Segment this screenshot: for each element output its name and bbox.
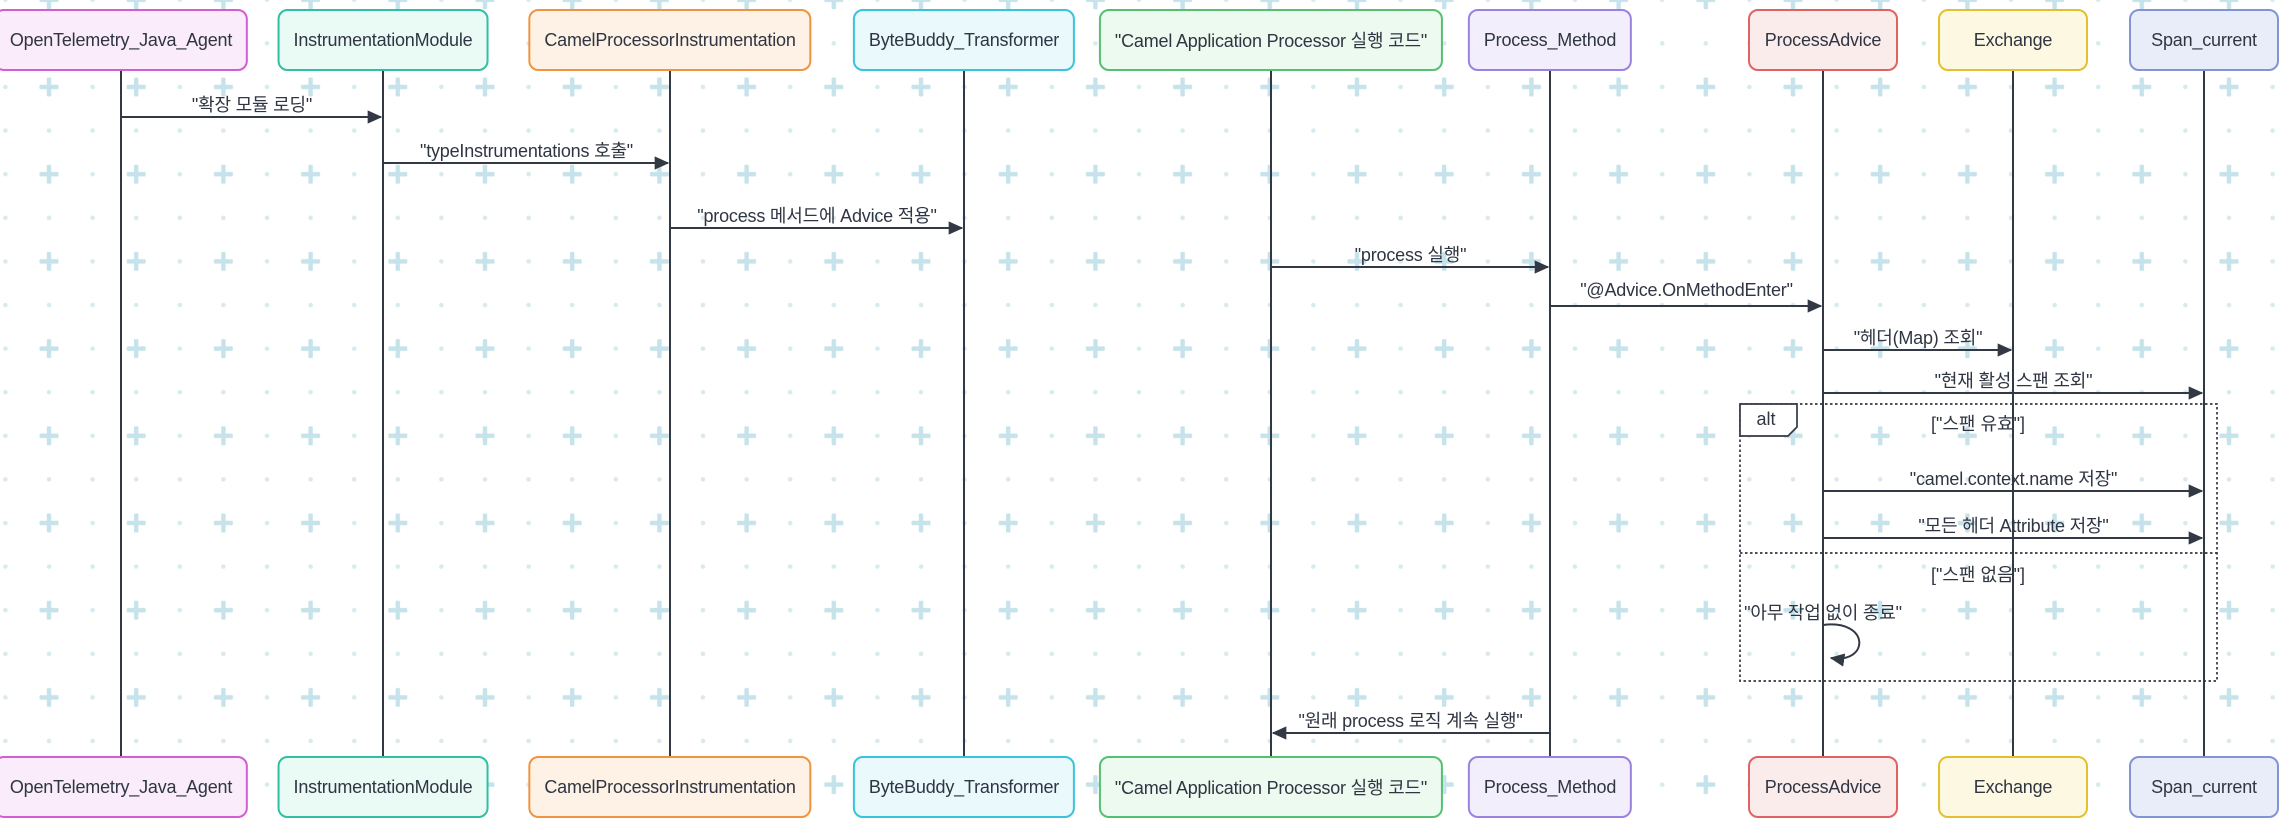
lifelines-group xyxy=(120,71,2205,756)
message-label-3: "process 실행" xyxy=(1354,245,1467,265)
self-message-arrow-9 xyxy=(1822,623,1861,667)
message-label-9: "아무 작업 없이 종료" xyxy=(1744,603,1902,623)
participant-box-bottom-CamelProcessorInstrumentation: CamelProcessorInstrumentation xyxy=(528,756,812,818)
alt-condition-label-1: ["스팬 없음"] xyxy=(1930,565,2026,585)
message-label-0: "확장 모듈 로딩" xyxy=(191,95,313,115)
message-label-7: "camel.context.name 저장" xyxy=(1909,469,2118,489)
participant-box-bottom-InstrumentationModule: InstrumentationModule xyxy=(277,756,489,818)
participant-box-top-OpenTelemetry_Java_Agent: OpenTelemetry_Java_Agent xyxy=(0,9,249,71)
participant-box-top-ProcessAdvice: ProcessAdvice xyxy=(1748,9,1898,71)
message-label-10: "원래 process 로직 계속 실행" xyxy=(1298,711,1523,731)
alt-frame-group xyxy=(1739,403,2218,682)
participant-box-bottom-OpenTelemetry_Java_Agent: OpenTelemetry_Java_Agent xyxy=(0,756,249,818)
alt-frame-border xyxy=(1739,403,2218,682)
participant-box-bottom-ProcessAdvice: ProcessAdvice xyxy=(1748,756,1898,818)
participant-box-top-Camel_Application_Processor: "Camel Application Processor 실행 코드" xyxy=(1098,9,1444,71)
message-arrows-group xyxy=(121,110,2204,740)
alt-condition-label-0: ["스팬 유효"] xyxy=(1930,414,2026,434)
message-label-4: "@Advice.OnMethodEnter" xyxy=(1580,280,1793,300)
message-label-2: "process 메서드에 Advice 적용" xyxy=(697,206,937,226)
participant-box-top-Exchange: Exchange xyxy=(1938,9,2088,71)
participant-box-bottom-Process_Method: Process_Method xyxy=(1467,756,1633,818)
participant-box-bottom-Span_current: Span_current xyxy=(2129,756,2279,818)
participant-box-top-ByteBuddy_Transformer: ByteBuddy_Transformer xyxy=(852,9,1076,71)
participant-box-top-Process_Method: Process_Method xyxy=(1467,9,1633,71)
participant-box-bottom-Exchange: Exchange xyxy=(1938,756,2088,818)
message-label-8: "모든 헤더 Attribute 저장" xyxy=(1918,516,2109,536)
message-label-6: "현재 활성 스팬 조회" xyxy=(1934,371,2093,391)
participant-box-bottom-Camel_Application_Processor: "Camel Application Processor 실행 코드" xyxy=(1098,756,1444,818)
participant-box-bottom-ByteBuddy_Transformer: ByteBuddy_Transformer xyxy=(852,756,1076,818)
participant-box-top-Span_current: Span_current xyxy=(2129,9,2279,71)
alt-keyword-label: alt xyxy=(1756,409,1776,429)
participant-box-top-InstrumentationModule: InstrumentationModule xyxy=(277,9,489,71)
message-label-1: "typeInstrumentations 호출" xyxy=(420,141,633,161)
alt-keyword-box xyxy=(1739,403,1798,437)
message-label-5: "헤더(Map) 조회" xyxy=(1853,328,1983,348)
participant-box-top-CamelProcessorInstrumentation: CamelProcessorInstrumentation xyxy=(528,9,812,71)
